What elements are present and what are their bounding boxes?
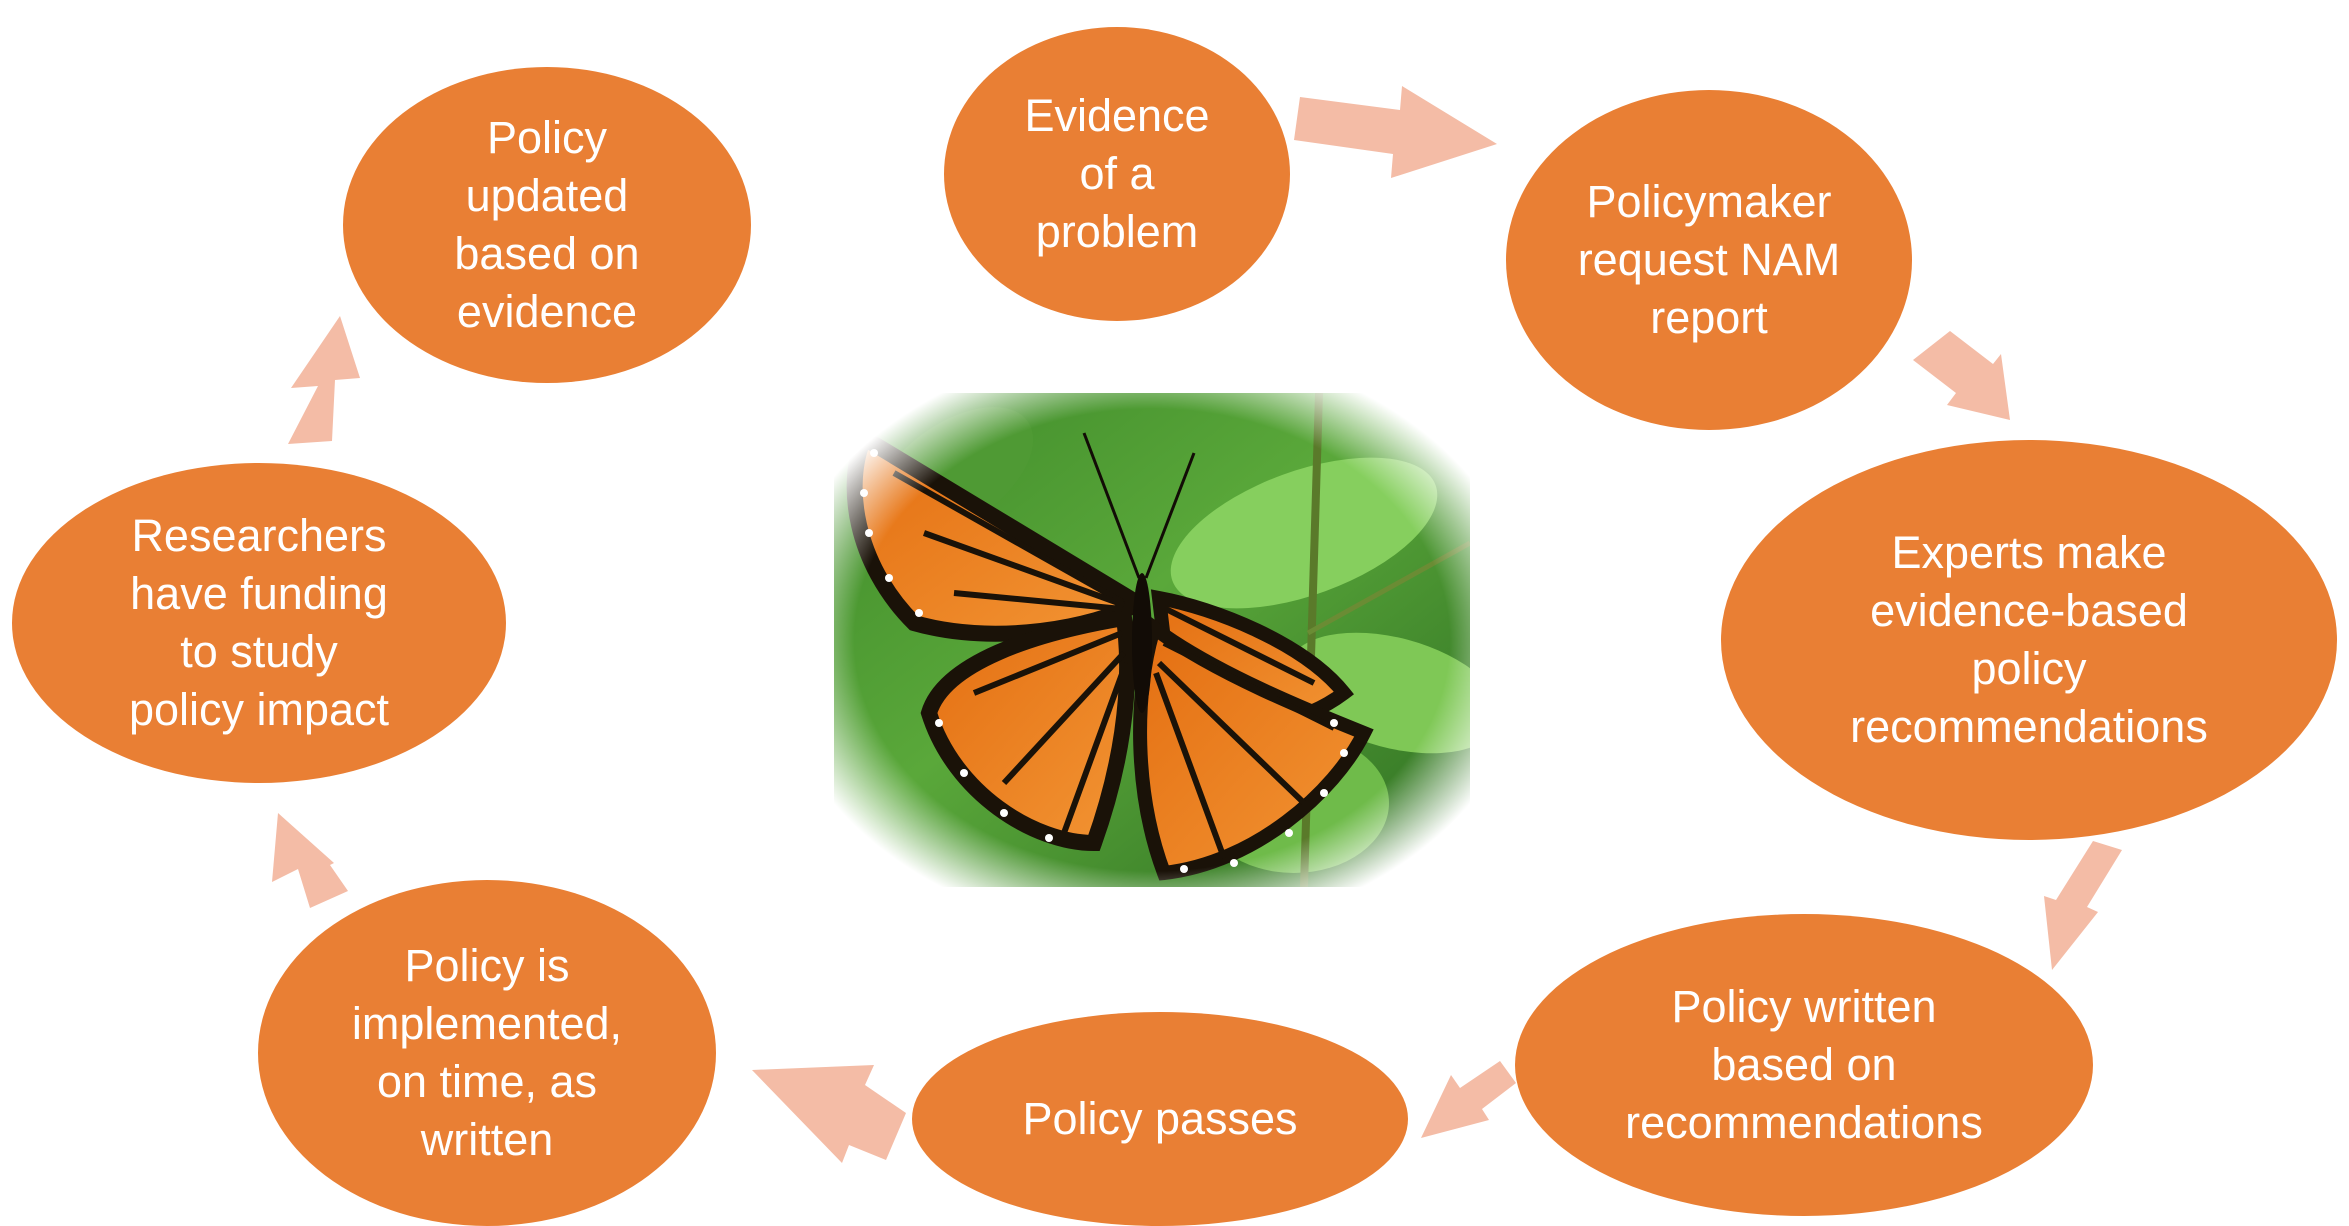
arrow-experts-to-written: [2044, 841, 2122, 970]
node-policy-written: Policy written based on recommendations: [1515, 914, 2093, 1216]
node-policymaker-request: Policymaker request NAM report: [1506, 90, 1912, 430]
node-evidence-of-problem: Evidence of a problem: [944, 27, 1290, 321]
node-policy-implemented: Policy is implemented, on time, as writt…: [258, 880, 716, 1226]
arrow-request-to-experts: [1913, 331, 2010, 420]
arrow-passes-to-implemented: [752, 1065, 906, 1163]
node-policy-passes: Policy passes: [912, 1012, 1408, 1226]
node-experts-recommendations: Experts make evidence-based policy recom…: [1721, 440, 2337, 840]
node-policy-updated: Policy updated based on evidence: [343, 67, 751, 383]
node-researchers-funding: Researchers have funding to study policy…: [12, 463, 506, 783]
arrow-implemented-to-researchers: [272, 813, 348, 908]
arrow-evidence-to-request: [1294, 86, 1497, 178]
arrow-written-to-passes: [1421, 1061, 1516, 1138]
butterfly-photo: [834, 392, 1502, 888]
arrow-researchers-to-updated: [288, 316, 360, 444]
